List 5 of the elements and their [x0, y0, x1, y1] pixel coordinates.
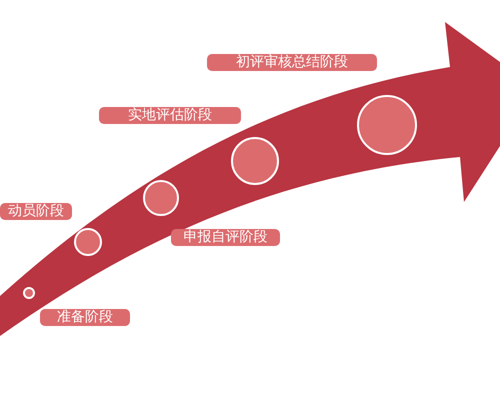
stage-label: 准备阶段: [40, 309, 130, 326]
stage-label: 动员阶段: [0, 203, 72, 220]
stage-label: 初评审核总结阶段: [207, 54, 377, 71]
stage-label: 申报自评阶段: [171, 229, 280, 246]
stage-label: 实地评估阶段: [99, 107, 241, 124]
